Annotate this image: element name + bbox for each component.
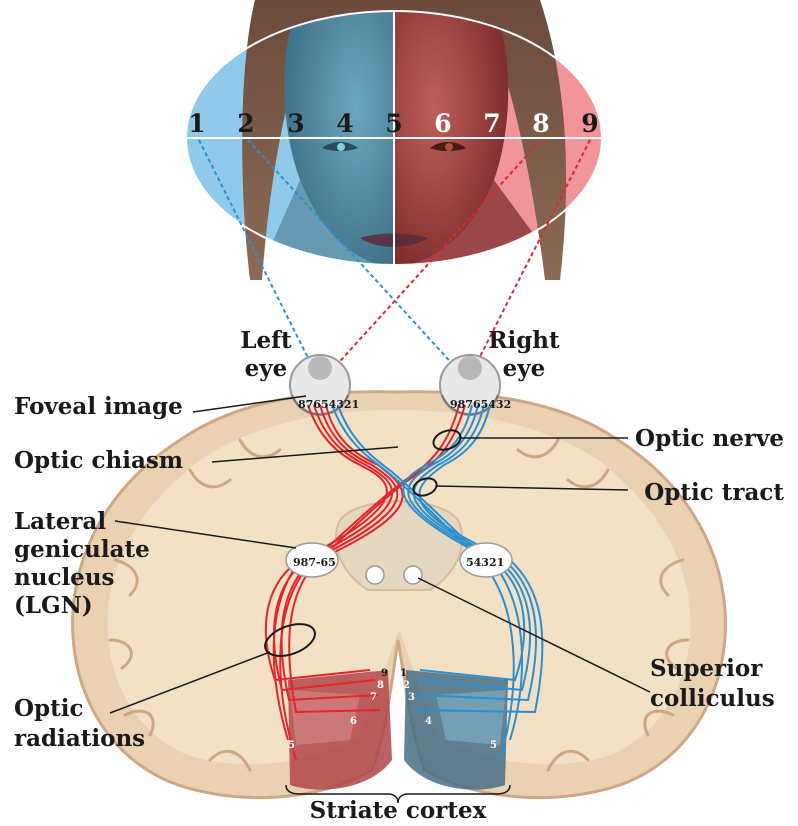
label-optic-tract: Optic tract <box>644 479 784 506</box>
label-optic-nerve: Optic nerve <box>635 425 784 452</box>
field-number-1: 1 <box>188 109 205 138</box>
left-cortex-number-6: 6 <box>350 716 357 727</box>
label-optic-radiations-line1: Optic <box>14 695 83 722</box>
field-number-3: 3 <box>287 109 304 138</box>
label-lgn-line4: (LGN) <box>14 592 93 619</box>
field-number-9: 9 <box>581 109 598 138</box>
label-right-eye-line2: eye <box>503 355 546 382</box>
right-eye-lens <box>458 356 482 380</box>
left-eye-lens <box>308 356 332 380</box>
label-superior-colliculus-line2: colliculus <box>650 685 775 712</box>
right-cortex-number-1: 1 <box>400 668 407 679</box>
field-numbers: 1 2 3 4 5 6 7 8 9 <box>188 109 598 138</box>
field-number-5: 5 <box>385 109 402 138</box>
left-superior-colliculus <box>366 566 384 584</box>
left-cortex-number-9: 9 <box>381 668 388 679</box>
right-retina-numbers: 98765432 <box>450 398 511 411</box>
label-optic-chiasm: Optic chiasm <box>14 447 183 474</box>
label-left-eye-line2: eye <box>245 355 288 382</box>
field-number-4: 4 <box>336 109 353 138</box>
right-superior-colliculus <box>404 566 422 584</box>
left-lgn-numbers: 987-65 <box>293 556 336 569</box>
right-cortex-number-2: 2 <box>403 680 410 691</box>
right-lgn-numbers: 54321 <box>466 556 504 569</box>
label-foveal-image: Foveal image <box>14 393 183 420</box>
field-number-2: 2 <box>237 109 254 138</box>
field-number-7: 7 <box>483 109 500 138</box>
left-cortex-number-7: 7 <box>370 692 377 703</box>
right-cortex-number-4: 4 <box>425 716 432 727</box>
left-cortex-number-5: 5 <box>288 740 295 751</box>
label-lgn-line1: Lateral <box>14 508 106 535</box>
field-number-8: 8 <box>532 109 549 138</box>
label-striate-cortex: Striate cortex <box>310 797 487 821</box>
label-right-eye-line1: Right <box>488 327 560 354</box>
left-retina-numbers: 87654321 <box>298 398 359 411</box>
right-iris <box>445 143 453 151</box>
label-lgn-line2: geniculate <box>14 536 150 563</box>
left-cortex-number-8: 8 <box>377 680 384 691</box>
label-superior-colliculus-line1: Superior <box>650 655 763 682</box>
label-left-eye-line1: Left <box>240 327 292 354</box>
right-cortex-number-3: 3 <box>408 692 415 703</box>
thalamus <box>336 501 462 590</box>
label-optic-radiations-line2: radiations <box>14 725 145 752</box>
label-lgn-line3: nucleus <box>14 564 115 591</box>
left-iris <box>337 143 345 151</box>
right-cortex-number-5: 5 <box>490 740 497 751</box>
field-number-6: 6 <box>434 109 451 138</box>
